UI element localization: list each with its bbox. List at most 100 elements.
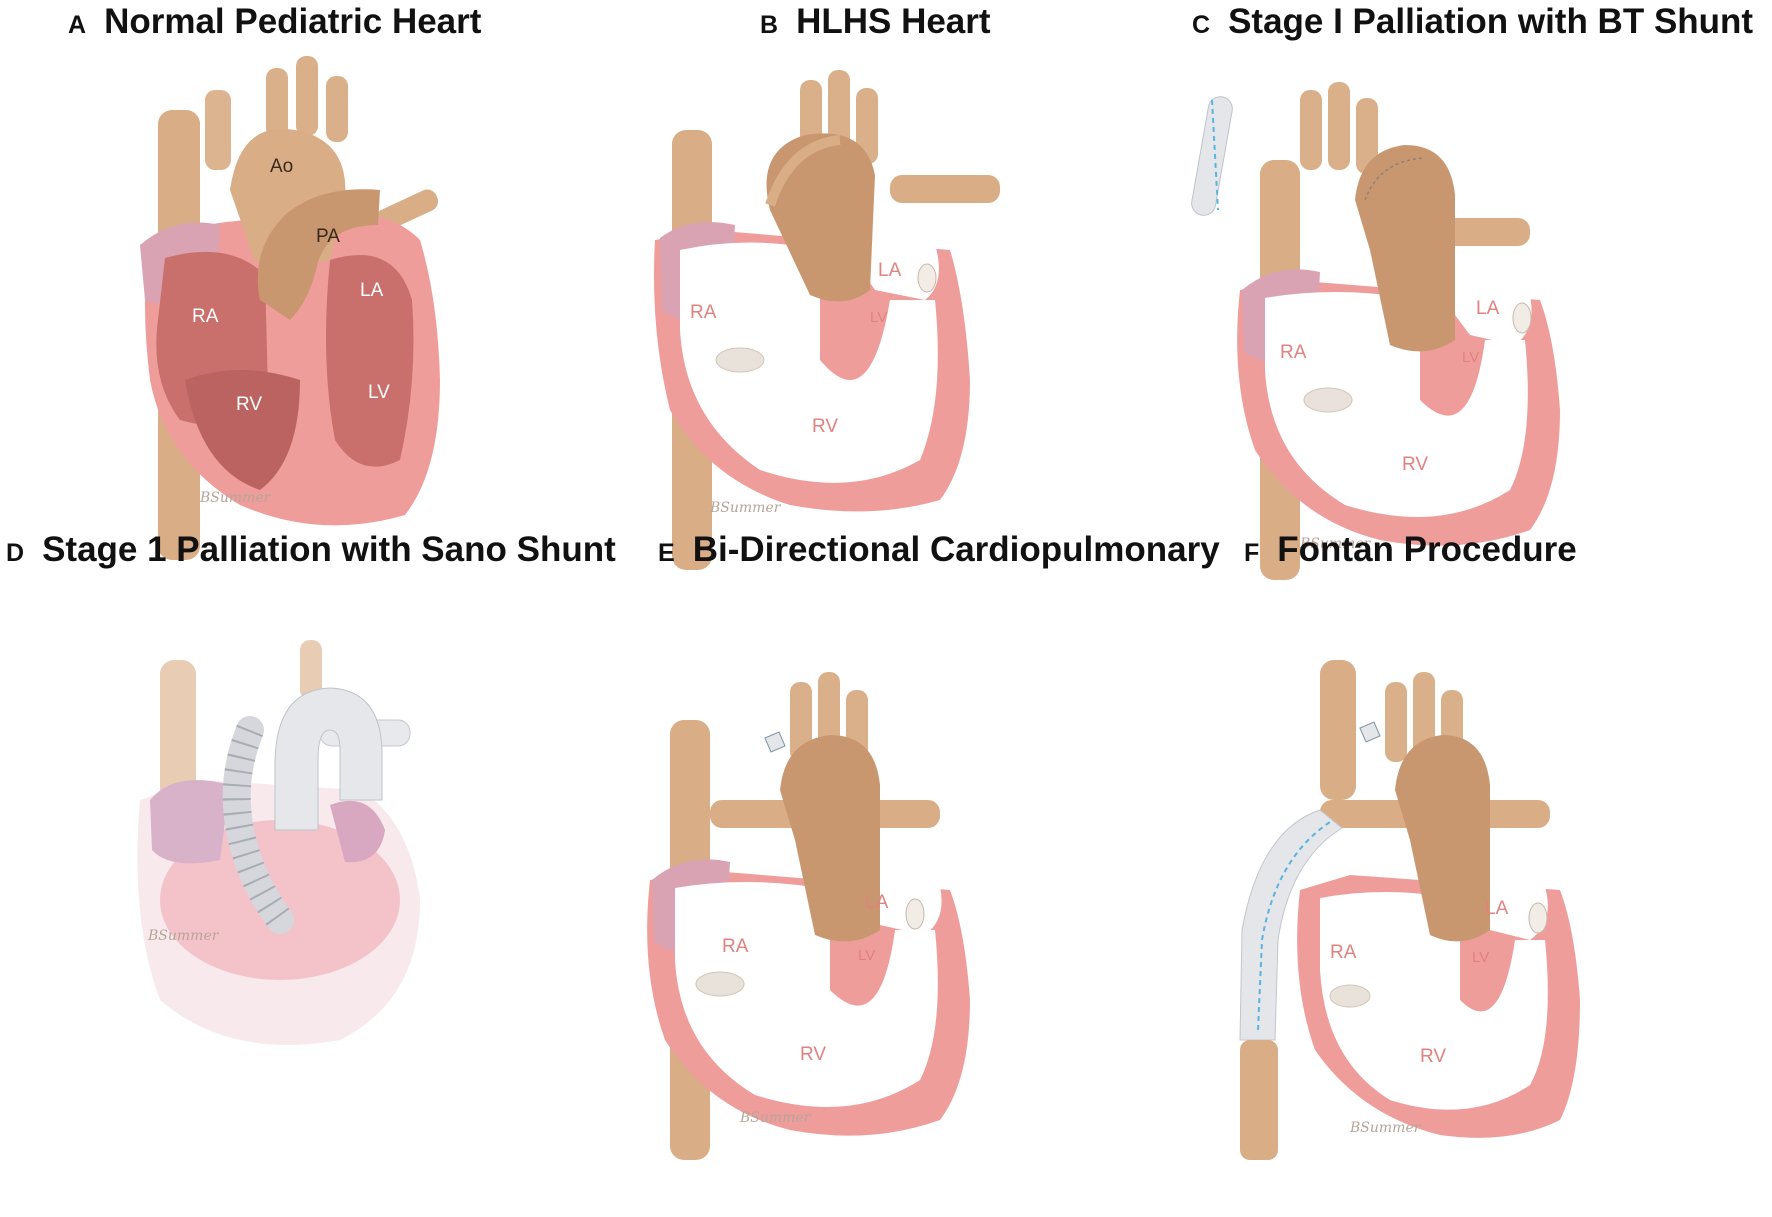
- panel-f-title: F Fontan Procedure: [1244, 530, 1577, 570]
- sano-shunt-heart-illustration: BSummer: [137, 640, 420, 1045]
- label-ra: RA: [192, 306, 219, 327]
- label-la: LA: [1476, 298, 1500, 319]
- label-ra: RA: [722, 936, 749, 957]
- coronary-sinus: [715, 347, 765, 373]
- label-ao: Ao: [270, 156, 293, 177]
- panel-c-letter: C: [1192, 11, 1211, 39]
- coronary-sinus: [1329, 984, 1371, 1008]
- pulmonary-artery-branch: [890, 175, 1000, 203]
- artist-signature: BSummer: [147, 928, 220, 944]
- panel-b-heading: HLHS Heart: [796, 2, 991, 41]
- label-la: LA: [878, 260, 902, 281]
- panel-d-heading: Stage 1 Palliation with Sano Shunt: [42, 530, 616, 569]
- panel-f-heading: Fontan Procedure: [1277, 530, 1577, 569]
- panel-c-bt-shunt: C Stage I Palliation with BT Shunt RA LA …: [1180, 0, 1770, 600]
- pulmonary-vein-opening: [905, 898, 925, 930]
- arch-branch-3: [856, 88, 878, 164]
- arch-branch-3: [326, 76, 348, 142]
- inferior-vena-cava: [1240, 1040, 1278, 1160]
- arch-branch-1: [790, 682, 812, 762]
- panel-b-letter: B: [760, 11, 779, 39]
- arch-branch-1: [1300, 90, 1322, 170]
- panel-e-bidirectional: E Bi-Directional Cardiopulmonary RA LA LV…: [590, 530, 1220, 1200]
- panel-a-letter: A: [68, 11, 87, 39]
- fontan-heart-illustration: RA LA LV RV BSummer: [1239, 660, 1580, 1160]
- panel-e-heading: Bi-Directional Cardiopulmonary: [692, 530, 1220, 569]
- label-rv: RV: [1402, 454, 1428, 475]
- bidirectional-heart-illustration: RA LA LV RV BSummer: [647, 672, 970, 1160]
- artist-signature: BSummer: [739, 1110, 812, 1126]
- right-heart-chamber: [680, 242, 938, 483]
- label-lv: LV: [1462, 349, 1479, 366]
- pulmonary-trunk: [766, 133, 875, 302]
- label-rv: RV: [236, 394, 262, 415]
- clip-icon: [764, 731, 786, 753]
- artist-signature: BSummer: [709, 500, 782, 516]
- left-ventricle-chamber: [326, 255, 414, 467]
- right-heart-chamber: [1320, 891, 1548, 1110]
- label-lv: LV: [858, 947, 875, 964]
- right-heart-chamber: [1265, 291, 1528, 517]
- hlhs-heart-illustration: RA LA LV RV BSummer: [654, 70, 1000, 570]
- suture-line: [1364, 157, 1426, 201]
- bt-shunt-dash: [1211, 99, 1219, 211]
- label-rv: RV: [812, 416, 838, 437]
- pulmonary-vein-opening: [1512, 302, 1532, 334]
- panel-e-letter: E: [658, 539, 675, 567]
- label-pa: PA: [316, 226, 340, 247]
- left-atrium-tissue: [330, 800, 385, 863]
- svc-branch: [205, 90, 231, 170]
- septum: [291, 298, 323, 471]
- normal-heart-illustration: Ao PA RA LA RV LV BSummer: [140, 56, 440, 560]
- bt-shunt-heart-illustration: RA LA LV RV BSummer: [1191, 82, 1560, 580]
- neo-aorta: [1395, 735, 1490, 942]
- label-ra: RA: [1280, 342, 1307, 363]
- panel-c-title: C Stage I Palliation with BT Shunt: [1192, 2, 1753, 42]
- arch-branch: [300, 640, 322, 700]
- label-lv: LV: [1472, 949, 1489, 966]
- panel-f-letter: F: [1244, 539, 1260, 567]
- label-lv: LV: [870, 309, 887, 326]
- right-ventricle-chamber: [185, 370, 300, 490]
- label-ra: RA: [690, 302, 717, 323]
- panel-a-title: A Normal Pediatric Heart: [68, 2, 481, 42]
- clip-icon: [1359, 721, 1381, 743]
- coronary-sinus: [1303, 387, 1353, 413]
- panel-e-title: E Bi-Directional Cardiopulmonary: [658, 530, 1220, 570]
- label-rv: RV: [1420, 1046, 1446, 1067]
- fontan-conduit: [1239, 809, 1343, 1041]
- neo-aorta: [1355, 145, 1455, 352]
- panel-a-heading: Normal Pediatric Heart: [104, 2, 482, 41]
- label-la: LA: [360, 280, 384, 301]
- panel-b-title: B HLHS Heart: [760, 2, 991, 42]
- sano-shunt-conduit: [222, 716, 294, 934]
- arch-branch-2: [296, 56, 318, 136]
- label-rv: RV: [800, 1044, 826, 1065]
- neo-aortic-reconstruction: [274, 687, 383, 831]
- hypoplastic-aorta: [765, 135, 841, 207]
- label-lv: LV: [368, 382, 390, 403]
- pulmonary-vein-opening: [917, 263, 937, 293]
- superior-vena-cava: [1320, 660, 1356, 800]
- coronary-sinus: [695, 971, 745, 997]
- neo-aorta: [780, 735, 880, 942]
- pulmonary-vein-opening: [1528, 902, 1548, 934]
- panel-b-hlhs-heart: B HLHS Heart RA LA LV RV BSummer: [590, 0, 1180, 600]
- arch-branch-1: [1385, 682, 1407, 762]
- panel-d-title: D Stage 1 Palliation with Sano Shunt: [6, 530, 616, 570]
- arch-branch-3: [1356, 98, 1378, 174]
- label-ra: RA: [1330, 942, 1357, 963]
- panel-f-fontan: F Fontan Procedure RA LA LV RV BSummer: [1180, 530, 1770, 1200]
- panel-d-letter: D: [6, 539, 25, 567]
- label-la: LA: [865, 892, 889, 913]
- artist-signature: BSummer: [199, 490, 272, 506]
- arch-branch-1: [266, 68, 288, 138]
- right-atrium-tissue: [150, 780, 230, 864]
- artist-signature: BSummer: [1299, 536, 1372, 552]
- label-la: LA: [1485, 898, 1509, 919]
- bt-shunt-graft: [1191, 96, 1233, 216]
- right-heart-chamber: [675, 881, 938, 1107]
- pulmonary-artery: [257, 189, 380, 320]
- panel-c-heading: Stage I Palliation with BT Shunt: [1228, 2, 1754, 41]
- panel-d-sano-shunt: D Stage 1 Palliation with Sano Shunt BSum…: [0, 530, 616, 1200]
